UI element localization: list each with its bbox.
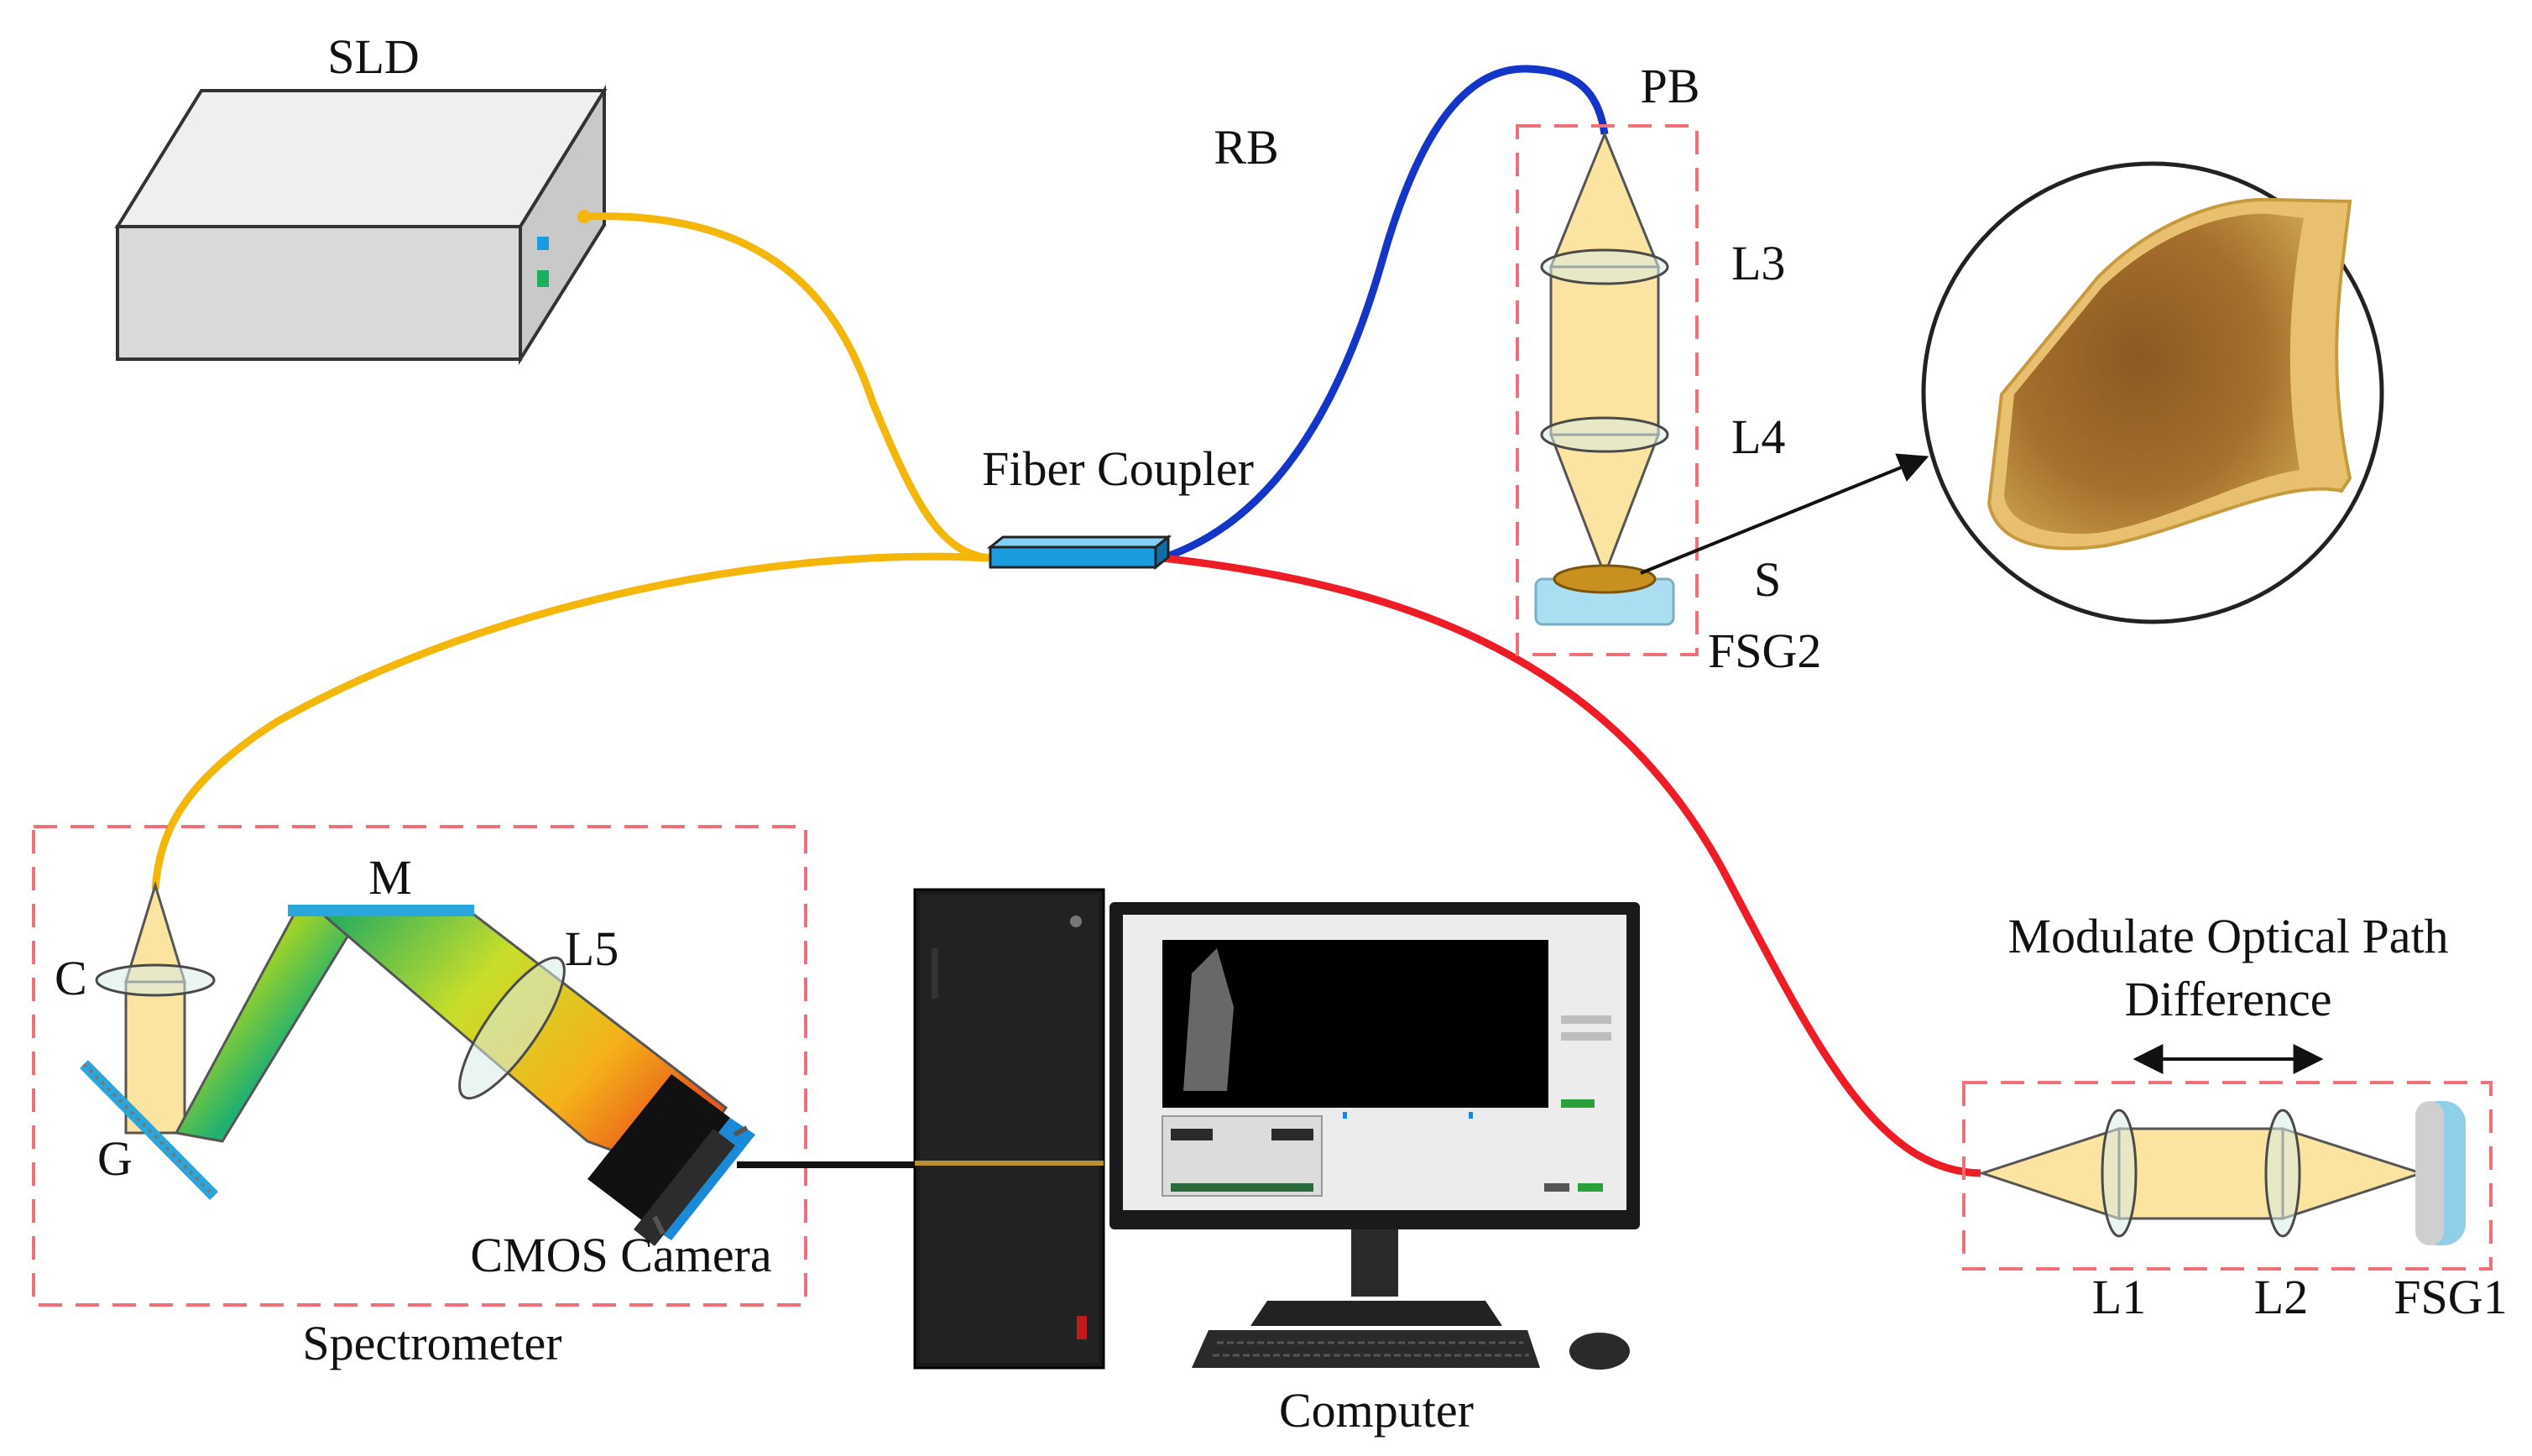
rb-label: RB bbox=[1214, 120, 1278, 175]
sample-arm-box bbox=[1516, 124, 1699, 656]
g-label: G bbox=[97, 1131, 133, 1186]
sld-label: SLD bbox=[327, 29, 420, 84]
source-fiber bbox=[583, 212, 991, 562]
fiber-coupler-label: Fiber Coupler bbox=[982, 441, 1254, 496]
pb-label: PB bbox=[1641, 59, 1700, 113]
reference-arm-fiber bbox=[1162, 554, 1981, 1177]
mirror-m bbox=[288, 905, 474, 916]
cmos-camera-icon bbox=[587, 1074, 755, 1246]
sample-s bbox=[1553, 564, 1657, 594]
lens-l3 bbox=[1540, 248, 1669, 285]
l2-label: L2 bbox=[2254, 1270, 2308, 1324]
spectrometer-optics bbox=[80, 880, 728, 1200]
fsg2-label: FSG2 bbox=[1708, 624, 1821, 678]
reference-arm-optics bbox=[1978, 1101, 2466, 1245]
detection-fiber bbox=[151, 552, 991, 890]
sld-box-icon bbox=[114, 84, 608, 365]
magnified-sample-icon bbox=[1921, 161, 2384, 624]
l5-label: L5 bbox=[565, 921, 619, 976]
s-label: S bbox=[1754, 552, 1781, 607]
fiber-coupler-icon bbox=[986, 534, 1172, 571]
lens-l4 bbox=[1540, 416, 1669, 453]
fsg1-label: FSG1 bbox=[2394, 1270, 2507, 1324]
m-label: M bbox=[368, 850, 412, 905]
lens-l2 bbox=[2264, 1109, 2301, 1238]
l3-label: L3 bbox=[1731, 236, 1785, 290]
magnify-arrow bbox=[1640, 453, 1929, 575]
sample-arm-fiber bbox=[1161, 65, 1609, 562]
modulate-label-line1: Modulate Optical Path bbox=[2007, 909, 2448, 963]
l4-label: L4 bbox=[1731, 410, 1785, 464]
c-label: C bbox=[55, 951, 87, 1005]
spectrometer-label: Spectrometer bbox=[302, 1316, 561, 1370]
modulate-label-line2: Difference bbox=[2125, 972, 2332, 1026]
reference-arm-box bbox=[1962, 1081, 2493, 1271]
desktop-computer-icon bbox=[913, 888, 1640, 1370]
computer-label: Computer bbox=[1279, 1383, 1474, 1438]
sample-arm-optics bbox=[1534, 131, 1675, 626]
l1-label: L1 bbox=[2092, 1270, 2146, 1324]
spectrometer-box bbox=[32, 825, 807, 1307]
lens-l1 bbox=[2101, 1109, 2138, 1238]
collimator-c bbox=[95, 963, 216, 997]
cmos-camera-label: CMOS Camera bbox=[470, 1228, 771, 1282]
lens-l5 bbox=[458, 956, 566, 1100]
